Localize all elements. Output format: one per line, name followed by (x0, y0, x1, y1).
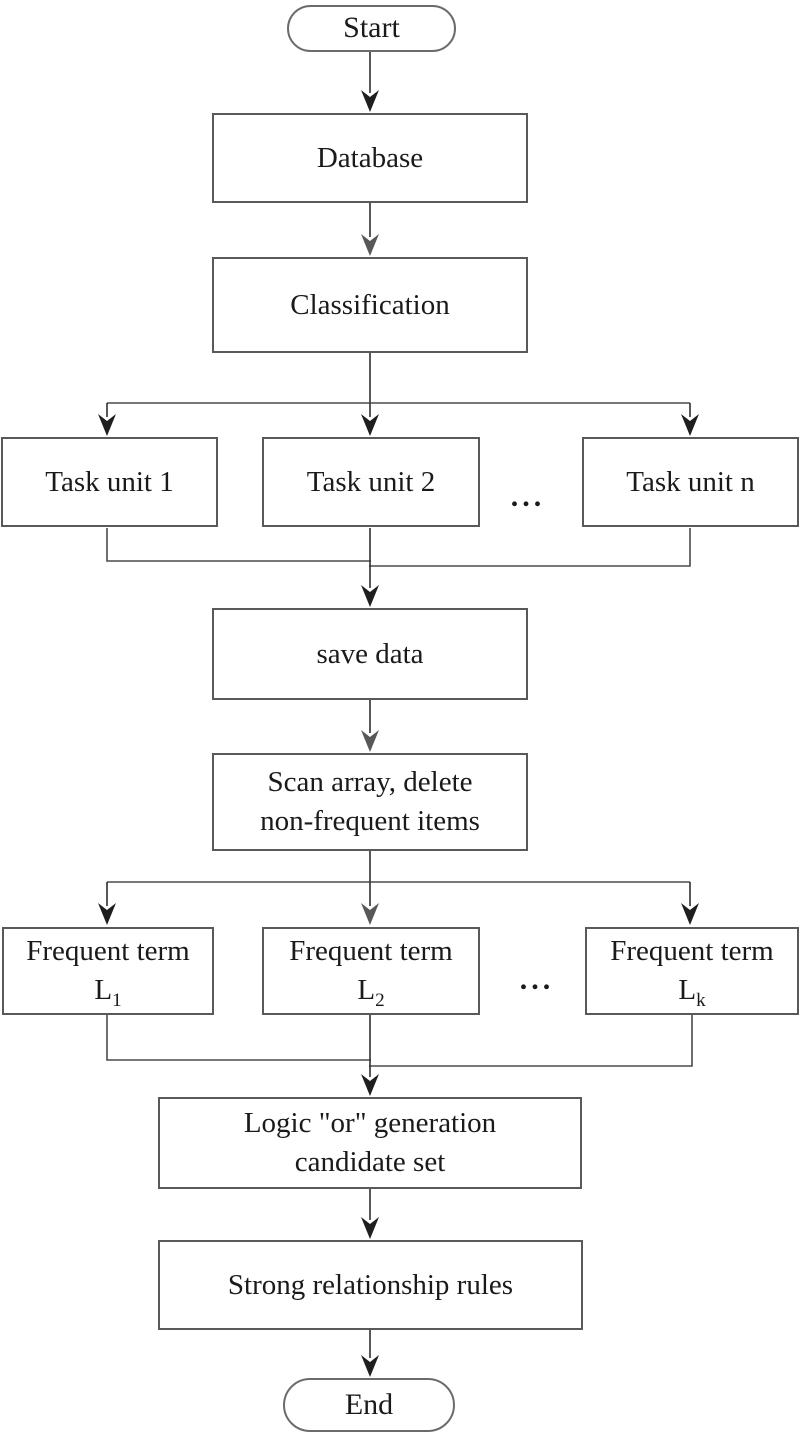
node-frequent-term-lk-symbol: Lk (678, 974, 706, 1011)
arrowhead-savedata (361, 585, 379, 607)
arrowhead-task2 (361, 414, 379, 436)
node-frequent-term-l1: Frequent term L1 (2, 927, 214, 1015)
connector-freq1-join (106, 1015, 371, 1061)
node-frequent-term-l2-symbol: L2 (357, 974, 385, 1011)
node-frequent-term-lk: Frequent term Lk (585, 927, 799, 1015)
node-classification: Classification (212, 257, 528, 353)
arrowhead-strong (361, 1217, 379, 1239)
node-start: Start (287, 5, 456, 52)
node-frequent-term-l2-line1: Frequent term (289, 935, 453, 968)
node-classification-label: Classification (290, 288, 450, 321)
node-save-data: save data (212, 608, 528, 700)
node-database-label: Database (316, 141, 424, 174)
node-task-unit-2-label: Task unit 2 (306, 465, 436, 498)
node-scan-array-line2: non-frequent items (260, 805, 480, 837)
arrowhead-database (361, 90, 379, 112)
node-frequent-term-lk-line1: Frequent term (610, 935, 774, 968)
node-logic-line2: candidate set (294, 1146, 446, 1178)
node-strong-label: Strong relationship rules (227, 1268, 514, 1301)
node-logic-line1: Logic "or" generation (243, 1107, 497, 1140)
connector-task1-join (106, 528, 371, 562)
arrowhead-freqk (681, 903, 699, 925)
arrowhead-scan (361, 730, 379, 752)
connector-freqk-join (369, 1015, 693, 1067)
arrowhead-end (361, 1355, 379, 1377)
node-frequent-term-l1-line1: Frequent term (26, 935, 190, 968)
node-frequent-term-l1-symbol: L1 (94, 974, 122, 1011)
task-row-ellipsis: ... (510, 480, 546, 513)
frequent-row-ellipsis: ... (519, 963, 555, 996)
node-scan-array: Scan array, delete non-frequent items (212, 753, 528, 851)
arrowhead-task1 (98, 414, 116, 436)
arrowhead-logic (361, 1074, 379, 1096)
connector-taskn-join (369, 528, 691, 567)
node-start-label: Start (343, 11, 400, 45)
node-database: Database (212, 113, 528, 203)
node-scan-array-line1: Scan array, delete (267, 766, 473, 799)
node-task-unit-2: Task unit 2 (262, 437, 480, 527)
node-task-unit-1-label: Task unit 1 (45, 465, 174, 498)
node-task-unit-n-label: Task unit n (626, 465, 755, 498)
node-save-data-label: save data (316, 637, 424, 670)
node-logic-or-generation: Logic "or" generation candidate set (158, 1097, 582, 1189)
node-end-label: End (344, 1387, 394, 1421)
node-end: End (283, 1378, 455, 1432)
arrowhead-freq1 (98, 903, 116, 925)
arrowhead-freq2 (361, 903, 379, 925)
arrowhead-classification (361, 234, 379, 256)
arrowhead-taskn (681, 414, 699, 436)
node-strong-relationship-rules: Strong relationship rules (158, 1240, 583, 1330)
node-frequent-term-l2: Frequent term L2 (262, 927, 480, 1015)
node-task-unit-n: Task unit n (582, 437, 799, 527)
node-task-unit-1: Task unit 1 (1, 437, 218, 527)
